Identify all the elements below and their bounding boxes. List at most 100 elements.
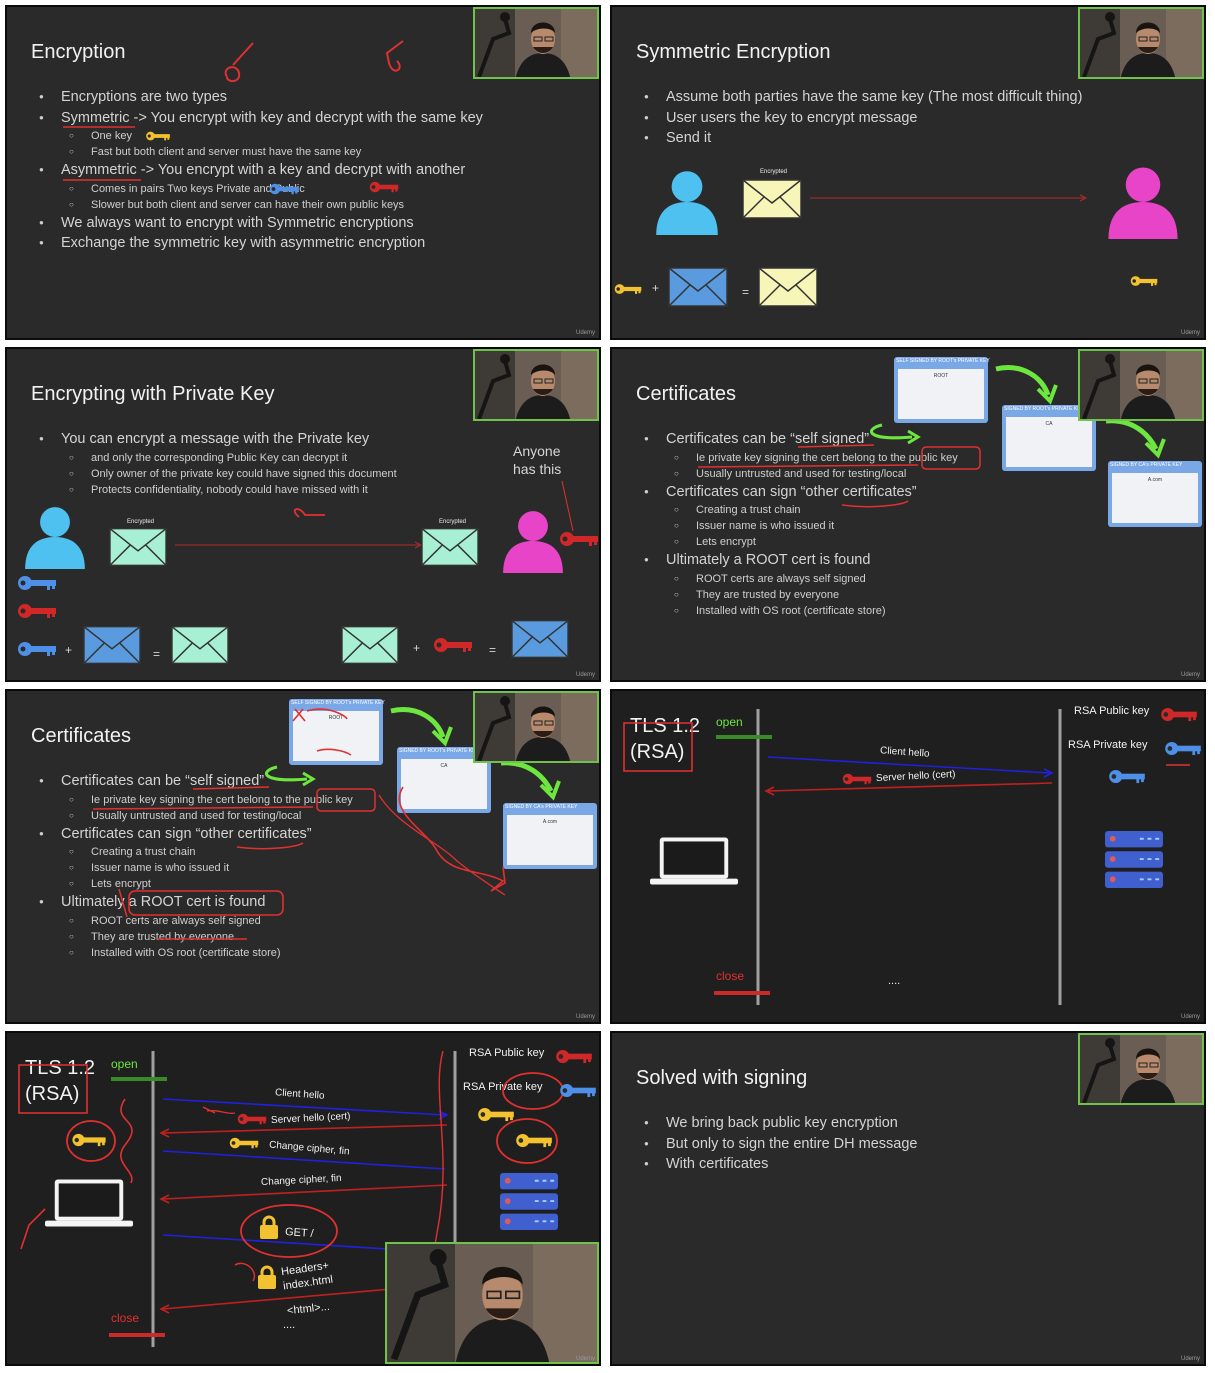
slide-solved-with-signing: Solved with signing We bring back public… [610,1031,1206,1366]
sub-bullet-item: Usually untrusted and used for testing/l… [39,808,559,824]
server-icon [499,1173,559,1231]
equals-sign: = [489,643,497,657]
annotation-anyone: Anyone [513,443,561,459]
tls-subtitle: (RSA) [25,1083,80,1105]
envelope-icon-green [421,527,479,567]
key-icon-red [842,773,872,785]
key-icon-yellow [516,1133,552,1148]
key-icon-red [18,604,56,618]
bullet-list: Certificates can be “self signed”Ie priv… [644,429,1164,619]
key-icon-red [560,532,598,546]
bullet-list: Encryptions are two typesSymmetric -> Yo… [39,87,559,254]
bullet-item: User users the key to encrypt message [644,108,1164,129]
equals-sign: = [153,647,161,661]
envelope-label: Encrypted [760,169,788,175]
certificate-a-com: SIGNED BY CA's PRIVATE KEY A.com [503,803,597,869]
key-icon-red [237,1113,267,1125]
key-icon-blue [18,642,56,656]
sub-bullet-item: Installed with OS root (certificate stor… [644,603,1164,619]
sub-bullet-item: Installed with OS root (certificate stor… [39,945,559,961]
sub-bullet-item: Only owner of the private key could have… [39,466,559,482]
bullet-item: Ultimately a ROOT cert is found [644,550,1164,571]
sequence-diagram [623,709,1190,1005]
key-icon-yellow [478,1107,514,1122]
slide-title: Encryption [31,41,126,63]
sub-bullet-item: Lets encrypt [644,534,1164,550]
envelope-icon-blue [83,625,141,665]
webcam-overlay [473,349,599,421]
bullet-item: Encryptions are two types [39,87,559,108]
tls-title: TLS 1.2 [630,715,701,737]
udemy-watermark: Udemy [1180,1014,1200,1020]
tls-subtitle: (RSA) [630,741,685,763]
bullet-item: Assume both parties have the same key (T… [644,87,1164,108]
slide-title: Symmetric Encryption [636,41,831,63]
bullet-item: Certificates can be “self signed” [644,429,1164,450]
sub-bullet-item: Creating a trust chain [644,502,1164,518]
bullet-item: Ultimately a ROOT cert is found [39,892,559,913]
udemy-watermark: Udemy [575,330,595,336]
rsa-public-key-label: RSA Public key [469,1047,545,1059]
sub-bullet-item: One key [39,128,559,144]
sub-bullet-item: and only the corresponding Public Key ca… [39,450,559,466]
open-label: open [111,1057,138,1071]
transfer-arrow [810,194,1088,202]
slide-certificates: Certificates Certificates can be “self s… [610,347,1206,682]
slide-tls12-rsa-handshake: TLS 1.2 (RSA) open close RSA Public key … [5,1031,601,1366]
tls-title: TLS 1.2 [25,1057,96,1079]
equals-sign: = [742,285,750,299]
bullet-list: Assume both parties have the same key (T… [644,87,1164,149]
annotation-has-this: has this [513,461,562,477]
bullet-item: You can encrypt a message with the Priva… [39,429,559,450]
slide-symmetric-encryption: Symmetric Encryption Assume both parties… [610,5,1206,340]
sub-bullet-item: Issuer name is who issued it [644,518,1164,534]
dots-label: .... [283,1319,296,1331]
udemy-watermark: Udemy [1180,672,1200,678]
sub-bullet-item: Creating a trust chain [39,844,559,860]
bullet-item: Symmetric -> You encrypt with key and de… [39,108,559,129]
key-icon-yellow [614,284,642,294]
webcam-overlay [473,691,599,763]
udemy-watermark: Udemy [1180,1356,1200,1362]
lock-icon [257,1265,277,1289]
certificate-ca: SIGNED BY ROOT's PRIVATE KEY CA [397,747,491,813]
envelope-icon-green [171,625,229,665]
key-icon-red [556,1049,592,1064]
slide-tls12-rsa: TLS 1.2 (RSA) open close RSA Public key … [610,689,1206,1024]
rsa-private-key-label: RSA Private key [1068,739,1148,751]
certificate-root: SELF SIGNED BY ROOT's PRIVATE KEY ROOT [289,699,385,765]
certificate-root: SELF SIGNED BY ROOT's PRIVATE KEY ROOT [894,357,990,423]
dots-label: .... [888,975,901,987]
rsa-public-key-label: RSA Public key [1074,705,1150,717]
annotation-layer [63,40,404,181]
sub-bullet-item: Slower but both client and server can ha… [39,197,559,213]
webcam-overlay [1078,349,1204,421]
slide-encryption: Encryption Encryptions are two typesSymm… [5,5,601,340]
slide-title: Certificates [636,383,737,405]
close-label: close [716,969,745,983]
person-icon-blue [25,507,85,569]
bullet-item: We always want to encrypt with Symmetric… [39,213,559,234]
key-icon-yellow [72,1133,106,1147]
sub-bullet-item: Ie private key signing the cert belong t… [644,450,1164,466]
slide-encrypting-private-key: Encrypting with Private Key You can encr… [5,347,601,682]
sub-bullet-item: Lets encrypt [39,876,559,892]
sub-bullet-item: ROOT certs are always self signed [644,571,1164,587]
bullet-item: We bring back public key encryption [644,1113,1164,1134]
key-icon-blue [1109,769,1145,784]
close-label: close [111,1311,140,1325]
key-icon-red [369,181,399,193]
plus-sign: + [65,643,73,657]
slide-title: Encrypting with Private Key [31,383,275,405]
bullet-list: Certificates can be “self signed”Ie priv… [39,771,559,961]
envelope-label: Encrypted [127,519,155,525]
envelope-icon-green [341,625,399,665]
bullet-item: Certificates can be “self signed” [39,771,559,792]
webcam-overlay [1078,7,1204,79]
slide-certificates-annotated: Certificates Certificates can be “self s… [5,689,601,1024]
bullet-item: Send it [644,128,1164,149]
bullet-item: But only to sign the entire DH message [644,1134,1164,1155]
bullet-list: We bring back public key encryptionBut o… [644,1113,1164,1175]
envelope-icon-green [109,527,167,567]
person-icon-pink [503,511,563,573]
